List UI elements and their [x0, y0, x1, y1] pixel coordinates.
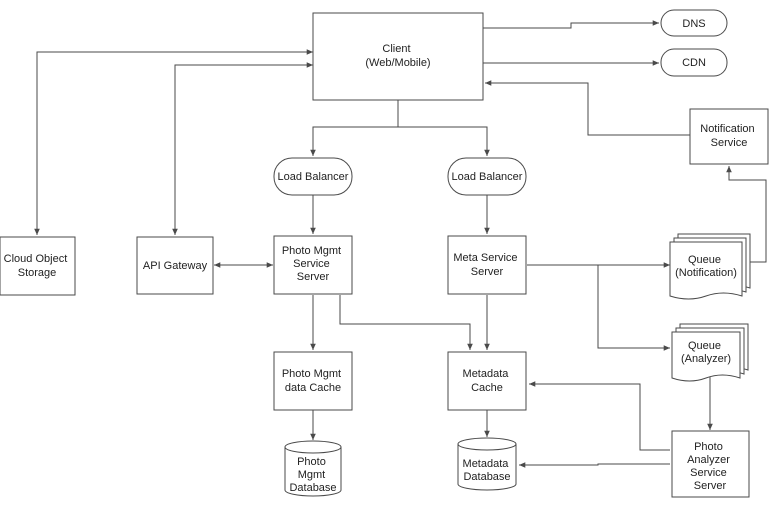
- edge-client-load-balancer-left: [310, 100, 399, 156]
- node-label-line: Photo Mgmt: [282, 368, 341, 380]
- node-label-line: Metadata: [463, 368, 510, 380]
- node-label-line: data Cache: [285, 382, 341, 394]
- edge-photo-analyzer-metadata-database: [519, 462, 670, 468]
- node-label-line: Mgmt: [298, 469, 326, 481]
- node-label-line: Service: [293, 258, 330, 270]
- edge-meta-service-server-queue-analyzer: [597, 265, 670, 351]
- svg-text:Meta Service Server: Meta Service Server: [453, 252, 520, 278]
- node-client: Client (Web/Mobile): [312, 12, 484, 101]
- node-label-line: Load Balancer: [278, 171, 349, 183]
- node-label-line: Photo: [297, 456, 326, 468]
- node-dns: DNS: [660, 9, 728, 37]
- edge-client-cloud-object-storage: [34, 49, 313, 235]
- node-label-line: Metadata: [463, 458, 510, 470]
- node-notification-service: Notification Service: [689, 108, 769, 165]
- edge-client-load-balancer-right: [398, 126, 490, 156]
- node-label-line: Queue: [688, 340, 721, 352]
- node-metadata-cache: Metadata Cache: [447, 351, 527, 411]
- node-label-line: CDN: [682, 57, 706, 69]
- node-photo-mgmt-service: Photo Mgmt Service Server: [273, 235, 353, 295]
- node-load-balancer-left: Load Balancer: [273, 157, 353, 196]
- edge-queue-notification-notification-service: [726, 166, 767, 263]
- node-label-line: Queue: [688, 254, 721, 266]
- svg-text:Cloud Object Storage: Cloud Object Storage: [4, 253, 71, 279]
- edge-photo-mgmt-service-metadata-cache: [339, 295, 473, 350]
- node-label-line: Storage: [18, 267, 57, 279]
- node-photo-analyzer: Photo Analyzer Service Server: [671, 430, 750, 498]
- svg-text:Client (Web/Mobile): Client (Web/Mobile): [365, 43, 430, 69]
- node-label-line: Notification: [700, 123, 754, 135]
- node-cdn: CDN: [660, 48, 728, 77]
- node-label-line: Meta Service: [453, 252, 517, 264]
- svg-text:Metadata Database: Metadata Database: [463, 458, 512, 483]
- node-label-line: Cloud Object: [4, 253, 68, 265]
- node-photo-mgmt-cache: Photo Mgmt data Cache: [273, 351, 353, 411]
- node-photo-mgmt-database: Photo Mgmt Database: [284, 440, 342, 497]
- svg-text:Photo Mgmt data Cache: Photo Mgmt data Cache: [282, 368, 344, 394]
- node-label-line: Server: [471, 266, 504, 278]
- node-label-line: API Gateway: [143, 260, 208, 272]
- node-cloud-object-storage: Cloud Object Storage: [0, 236, 76, 296]
- node-label-line: Load Balancer: [452, 171, 523, 183]
- svg-text:Photo Mgmt Service: Photo Mgmt Service Server: [282, 245, 344, 283]
- svg-text:Photo Analyzer Ser: Photo Analyzer Service Server: [687, 441, 733, 492]
- svg-text:Queue (Analyzer): Queue (Analyzer): [681, 340, 731, 365]
- edge-notification-service-client: [485, 80, 690, 136]
- edge-client-api-gateway: [172, 62, 313, 235]
- node-label-line: Analyzer: [687, 454, 730, 466]
- node-label-line: Service: [690, 467, 727, 479]
- edges: [34, 20, 767, 468]
- node-label-line: (Web/Mobile): [365, 57, 430, 69]
- node-load-balancer-right: Load Balancer: [447, 157, 527, 196]
- svg-text:Photo Mgmt Databas: Photo Mgmt Database: [289, 456, 336, 494]
- node-metadata-database: Metadata Database: [457, 437, 517, 491]
- node-meta-service-server: Meta Service Server: [447, 235, 527, 295]
- node-label-line: DNS: [682, 18, 705, 30]
- node-queue-analyzer: Queue (Analyzer): [671, 323, 749, 382]
- node-label-line: Database: [289, 482, 336, 494]
- node-label-line: Database: [463, 471, 510, 483]
- node-label-line: Client: [382, 43, 410, 55]
- svg-text:Notification Service: Notification Service: [700, 123, 757, 149]
- node-api-gateway: API Gateway: [136, 236, 214, 295]
- svg-text:Queue (Notification): Queue (Notification): [675, 254, 737, 279]
- node-queue-notification: Queue (Notification): [669, 233, 751, 300]
- svg-text:Metadata Cache: Metadata Cache: [463, 368, 512, 394]
- node-label-line: (Analyzer): [681, 353, 731, 365]
- node-label-line: Photo Mgmt: [282, 245, 341, 257]
- node-label-line: Server: [694, 480, 727, 492]
- node-label-line: Service: [711, 137, 748, 149]
- node-label-line: Server: [297, 271, 330, 283]
- edge-client-dns: [483, 20, 659, 29]
- edge-photo-analyzer-metadata-cache: [529, 381, 670, 451]
- node-label-line: Photo: [694, 441, 723, 453]
- node-label-line: Cache: [471, 382, 503, 394]
- node-label-line: (Notification): [675, 267, 737, 279]
